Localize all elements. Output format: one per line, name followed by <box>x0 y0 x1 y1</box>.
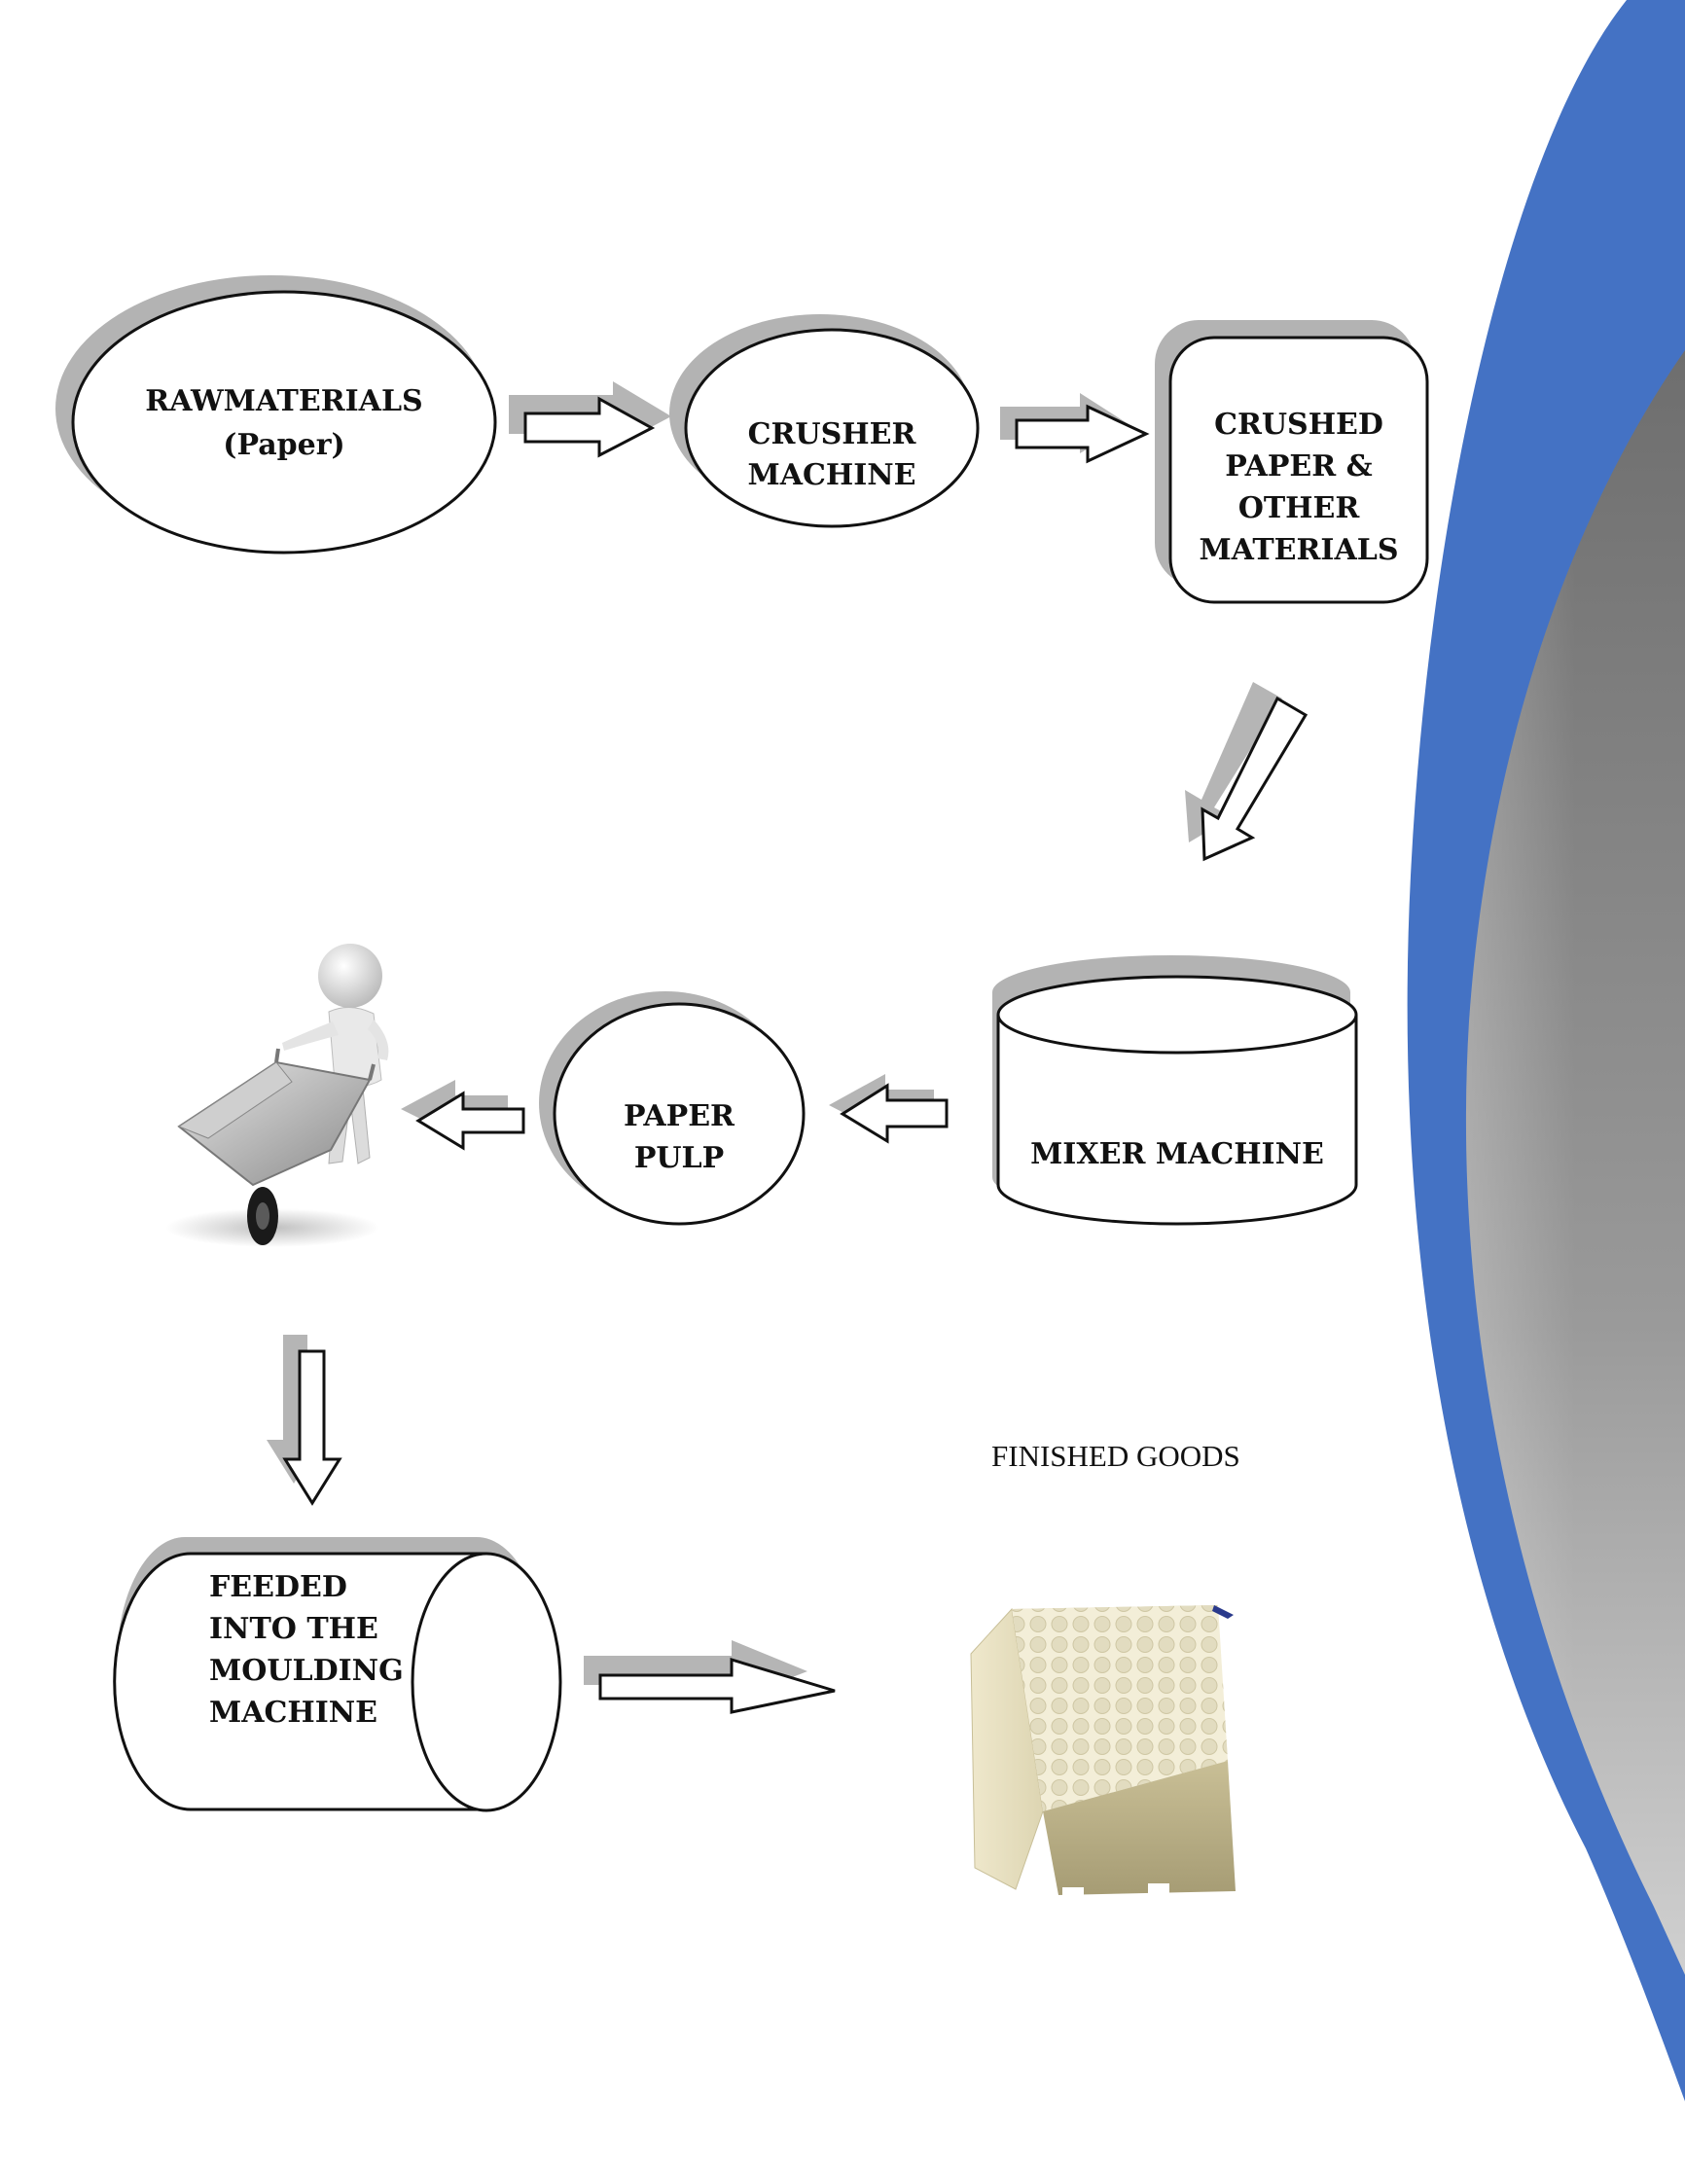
node-crusher-machine: CRUSHER MACHINE <box>669 314 980 528</box>
raw-materials-label-line1: RAWMATERIALS <box>145 384 422 418</box>
mixer-label: MIXER MACHINE <box>1030 1137 1324 1171</box>
pulp-label-line1: PAPER <box>624 1099 735 1133</box>
moulding-label-line2: INTO THE <box>209 1612 378 1646</box>
person-with-wheelbarrow-icon <box>165 944 389 1247</box>
flow-arrow-worker-to-moulding <box>267 1335 342 1506</box>
flow-arrow-mixer-to-pulp <box>829 1074 949 1144</box>
raw-materials-label-line2: (Paper) <box>223 428 344 462</box>
flow-arrow-raw-to-crusher <box>509 381 671 458</box>
flow-arrow-moulding-to-goods <box>584 1640 836 1714</box>
crushed-label-line1: CRUSHED <box>1214 408 1383 442</box>
finished-goods-label: FINISHED GOODS <box>991 1439 1240 1473</box>
honeycomb-briquette-icon <box>970 1605 1236 1897</box>
crushed-label-line3: OTHER <box>1238 491 1361 525</box>
crushed-label-line4: MATERIALS <box>1199 533 1398 567</box>
flow-arrow-crusher-to-crushed <box>1000 393 1150 464</box>
pulp-label-line2: PULP <box>634 1141 724 1175</box>
moulding-label-line1: FEEDED <box>209 1570 347 1604</box>
flow-arrow-crushed-to-mixer <box>1185 682 1309 862</box>
node-moulding-machine: FEEDED INTO THE MOULDING MACHINE <box>113 1537 562 1812</box>
node-paper-pulp: PAPER PULP <box>539 991 806 1226</box>
node-mixer-machine: MIXER MACHINE <box>992 955 1358 1226</box>
node-crushed-paper: CRUSHED PAPER & OTHER MATERIALS <box>1155 320 1429 604</box>
crusher-label-line2: MACHINE <box>747 458 915 492</box>
crusher-label-line1: CRUSHER <box>748 417 917 451</box>
decorative-side-band <box>1407 0 1685 2101</box>
crushed-label-line2: PAPER & <box>1225 449 1373 483</box>
moulding-label-line4: MACHINE <box>209 1696 377 1730</box>
flow-arrow-pulp-to-worker <box>401 1080 525 1151</box>
node-raw-materials: RAWMATERIALS (Paper) <box>55 275 497 555</box>
moulding-label-line3: MOULDING <box>209 1654 404 1688</box>
